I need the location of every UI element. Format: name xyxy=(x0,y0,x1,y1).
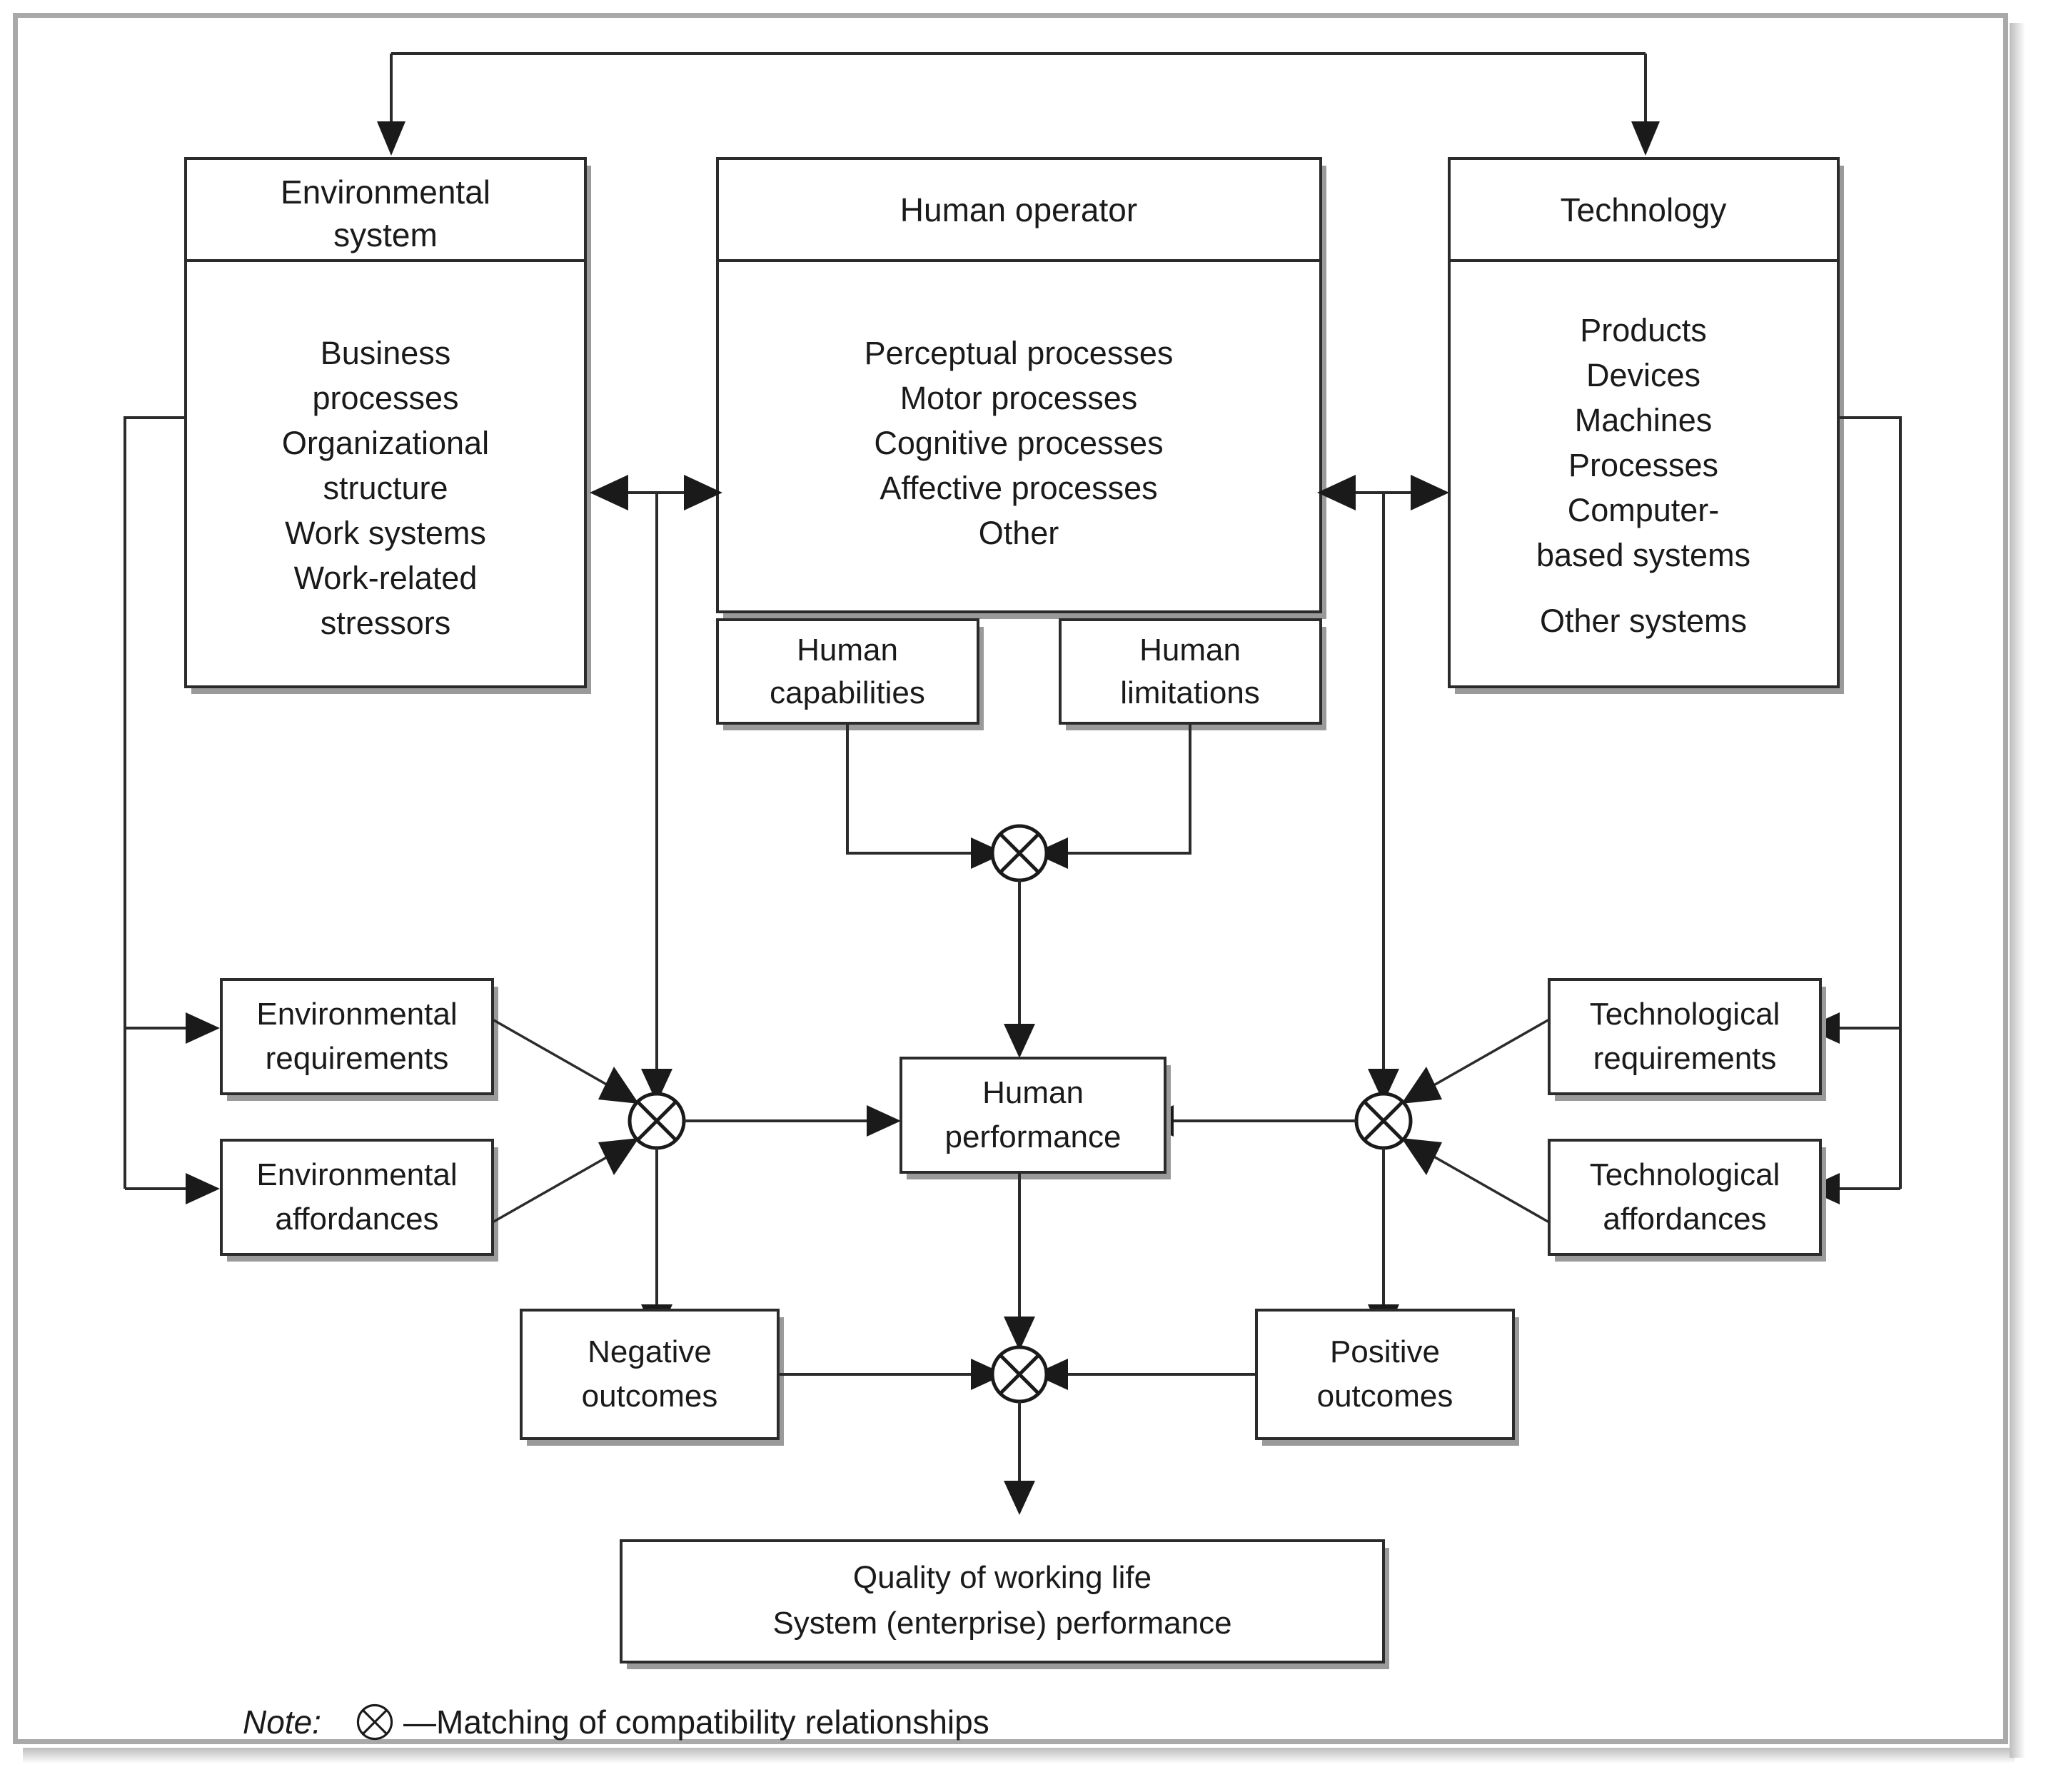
technology-item-5: based systems xyxy=(1536,537,1750,573)
environmental-affordances-line-2: affordances xyxy=(275,1202,438,1237)
human-performance-line-1: Human xyxy=(982,1075,1084,1110)
note-row: Note: —Matching of compatibility relatio… xyxy=(243,1703,989,1741)
tech-match-to-human-performance-connector xyxy=(1139,1105,1356,1137)
environmental-system-item-0: Business xyxy=(321,335,451,371)
note-label: Note: xyxy=(243,1703,321,1741)
environmental-system-item-4: Work systems xyxy=(285,515,486,551)
technology-compatibility-node[interactable] xyxy=(1356,1094,1411,1148)
note-text: —Matching of compatibility relationships xyxy=(403,1703,989,1741)
human-performance-line-2: performance xyxy=(944,1119,1121,1154)
technology-item-extra-0: Other systems xyxy=(1540,603,1747,639)
quality-outcome-line-1: Quality of working life xyxy=(853,1560,1152,1595)
positive-outcomes-line-1: Positive xyxy=(1330,1334,1440,1369)
tech-requirements-to-match-connector xyxy=(1401,1018,1550,1104)
environmental-affordances-box[interactable]: Environmental affordances xyxy=(220,1139,498,1262)
environmental-requirements-line-1: Environmental xyxy=(256,997,457,1032)
tech-human-bidirectional-arrow xyxy=(1317,475,1449,1103)
human-compatibility-node[interactable] xyxy=(992,826,1047,880)
figure-drop-shadow-right xyxy=(2010,23,2025,1758)
negative-outcomes-to-match-connector xyxy=(778,1359,1005,1390)
match-to-human-performance-connector xyxy=(1004,880,1035,1058)
env-affordances-to-match-connector xyxy=(492,1138,639,1224)
env-match-to-human-performance-connector xyxy=(684,1105,901,1137)
env-requirements-to-match-connector xyxy=(492,1018,639,1104)
technology-item-4: Computer- xyxy=(1568,492,1720,528)
technological-requirements-line-2: requirements xyxy=(1593,1041,1777,1076)
technological-affordances-line-2: affordances xyxy=(1603,1202,1766,1237)
human-capabilities-line-1: Human xyxy=(797,633,898,668)
human-operator-box[interactable]: Human operator Perceptual processes Moto… xyxy=(716,157,1326,619)
technological-requirements-line-1: Technological xyxy=(1590,997,1780,1032)
quality-outcome-line-2: System (enterprise) performance xyxy=(772,1606,1231,1641)
technology-box[interactable]: Technology Products Devices Machines Pro… xyxy=(1448,157,1844,694)
env-system-left-branch xyxy=(124,416,220,1204)
human-operator-item-4: Other xyxy=(979,515,1059,551)
technology-item-0: Products xyxy=(1580,312,1707,348)
human-operator-item-1: Motor processes xyxy=(900,380,1138,416)
environmental-requirements-line-2: requirements xyxy=(266,1041,449,1076)
environment-compatibility-node[interactable] xyxy=(630,1094,684,1148)
technology-item-1: Devices xyxy=(1586,357,1700,393)
human-limitations-line-2: limitations xyxy=(1120,675,1260,710)
environmental-system-title-line-1: Environmental xyxy=(281,173,490,211)
environmental-system-item-1: processes xyxy=(312,380,458,416)
human-capabilities-line-2: capabilities xyxy=(770,675,925,710)
human-limitations-box[interactable]: Human limitations xyxy=(1059,618,1326,730)
environmental-system-item-3: structure xyxy=(323,470,448,506)
human-performance-box[interactable]: Human performance xyxy=(899,1057,1171,1179)
feedback-loop-top xyxy=(377,52,1660,156)
technology-title: Technology xyxy=(1561,191,1727,228)
negative-outcomes-line-2: outcomes xyxy=(582,1379,718,1414)
quality-outcome-box[interactable]: Quality of working life System (enterpri… xyxy=(620,1539,1389,1669)
human-operator-item-3: Affective processes xyxy=(880,470,1157,506)
environmental-requirements-box[interactable]: Environmental requirements xyxy=(220,978,498,1101)
human-operator-item-2: Cognitive processes xyxy=(874,425,1163,461)
positive-outcomes-box[interactable]: Positive outcomes xyxy=(1255,1309,1519,1446)
environmental-system-item-5: Work-related xyxy=(294,560,478,596)
environmental-affordances-line-1: Environmental xyxy=(256,1157,457,1192)
technology-item-3: Processes xyxy=(1568,447,1718,483)
technological-requirements-box[interactable]: Technological requirements xyxy=(1548,978,1826,1101)
human-performance-to-outcome-match-connector xyxy=(1004,1172,1035,1351)
human-capabilities-box[interactable]: Human capabilities xyxy=(716,618,984,730)
human-operator-item-0: Perceptual processes xyxy=(865,335,1174,371)
compatibility-matching-icon xyxy=(356,1703,393,1741)
outcome-compatibility-node[interactable] xyxy=(992,1347,1047,1401)
tech-affordances-to-match-connector xyxy=(1401,1138,1550,1224)
figure-drop-shadow-bottom xyxy=(23,1748,2015,1763)
human-operator-title: Human operator xyxy=(900,191,1137,228)
capabilities-to-match-connector xyxy=(846,723,1005,869)
limitations-to-match-connector xyxy=(1034,723,1191,869)
outcome-match-to-quality-connector xyxy=(1004,1401,1035,1515)
env-human-bidirectional-arrow xyxy=(590,475,722,1103)
environmental-system-title-line-2: system xyxy=(333,216,438,253)
positive-outcomes-to-match-connector xyxy=(1034,1359,1256,1390)
technology-item-2: Machines xyxy=(1575,402,1713,438)
environmental-system-item-6: stressors xyxy=(321,605,451,641)
environmental-system-box[interactable]: Environmental system Business processes … xyxy=(184,157,591,694)
technological-affordances-line-1: Technological xyxy=(1590,1157,1780,1192)
negative-outcomes-box[interactable]: Negative outcomes xyxy=(520,1309,784,1446)
negative-outcomes-line-1: Negative xyxy=(588,1334,712,1369)
environmental-system-item-2: Organizational xyxy=(282,425,489,461)
human-limitations-line-1: Human xyxy=(1139,633,1241,668)
technological-affordances-box[interactable]: Technological affordances xyxy=(1548,1139,1826,1262)
positive-outcomes-line-2: outcomes xyxy=(1317,1379,1453,1414)
